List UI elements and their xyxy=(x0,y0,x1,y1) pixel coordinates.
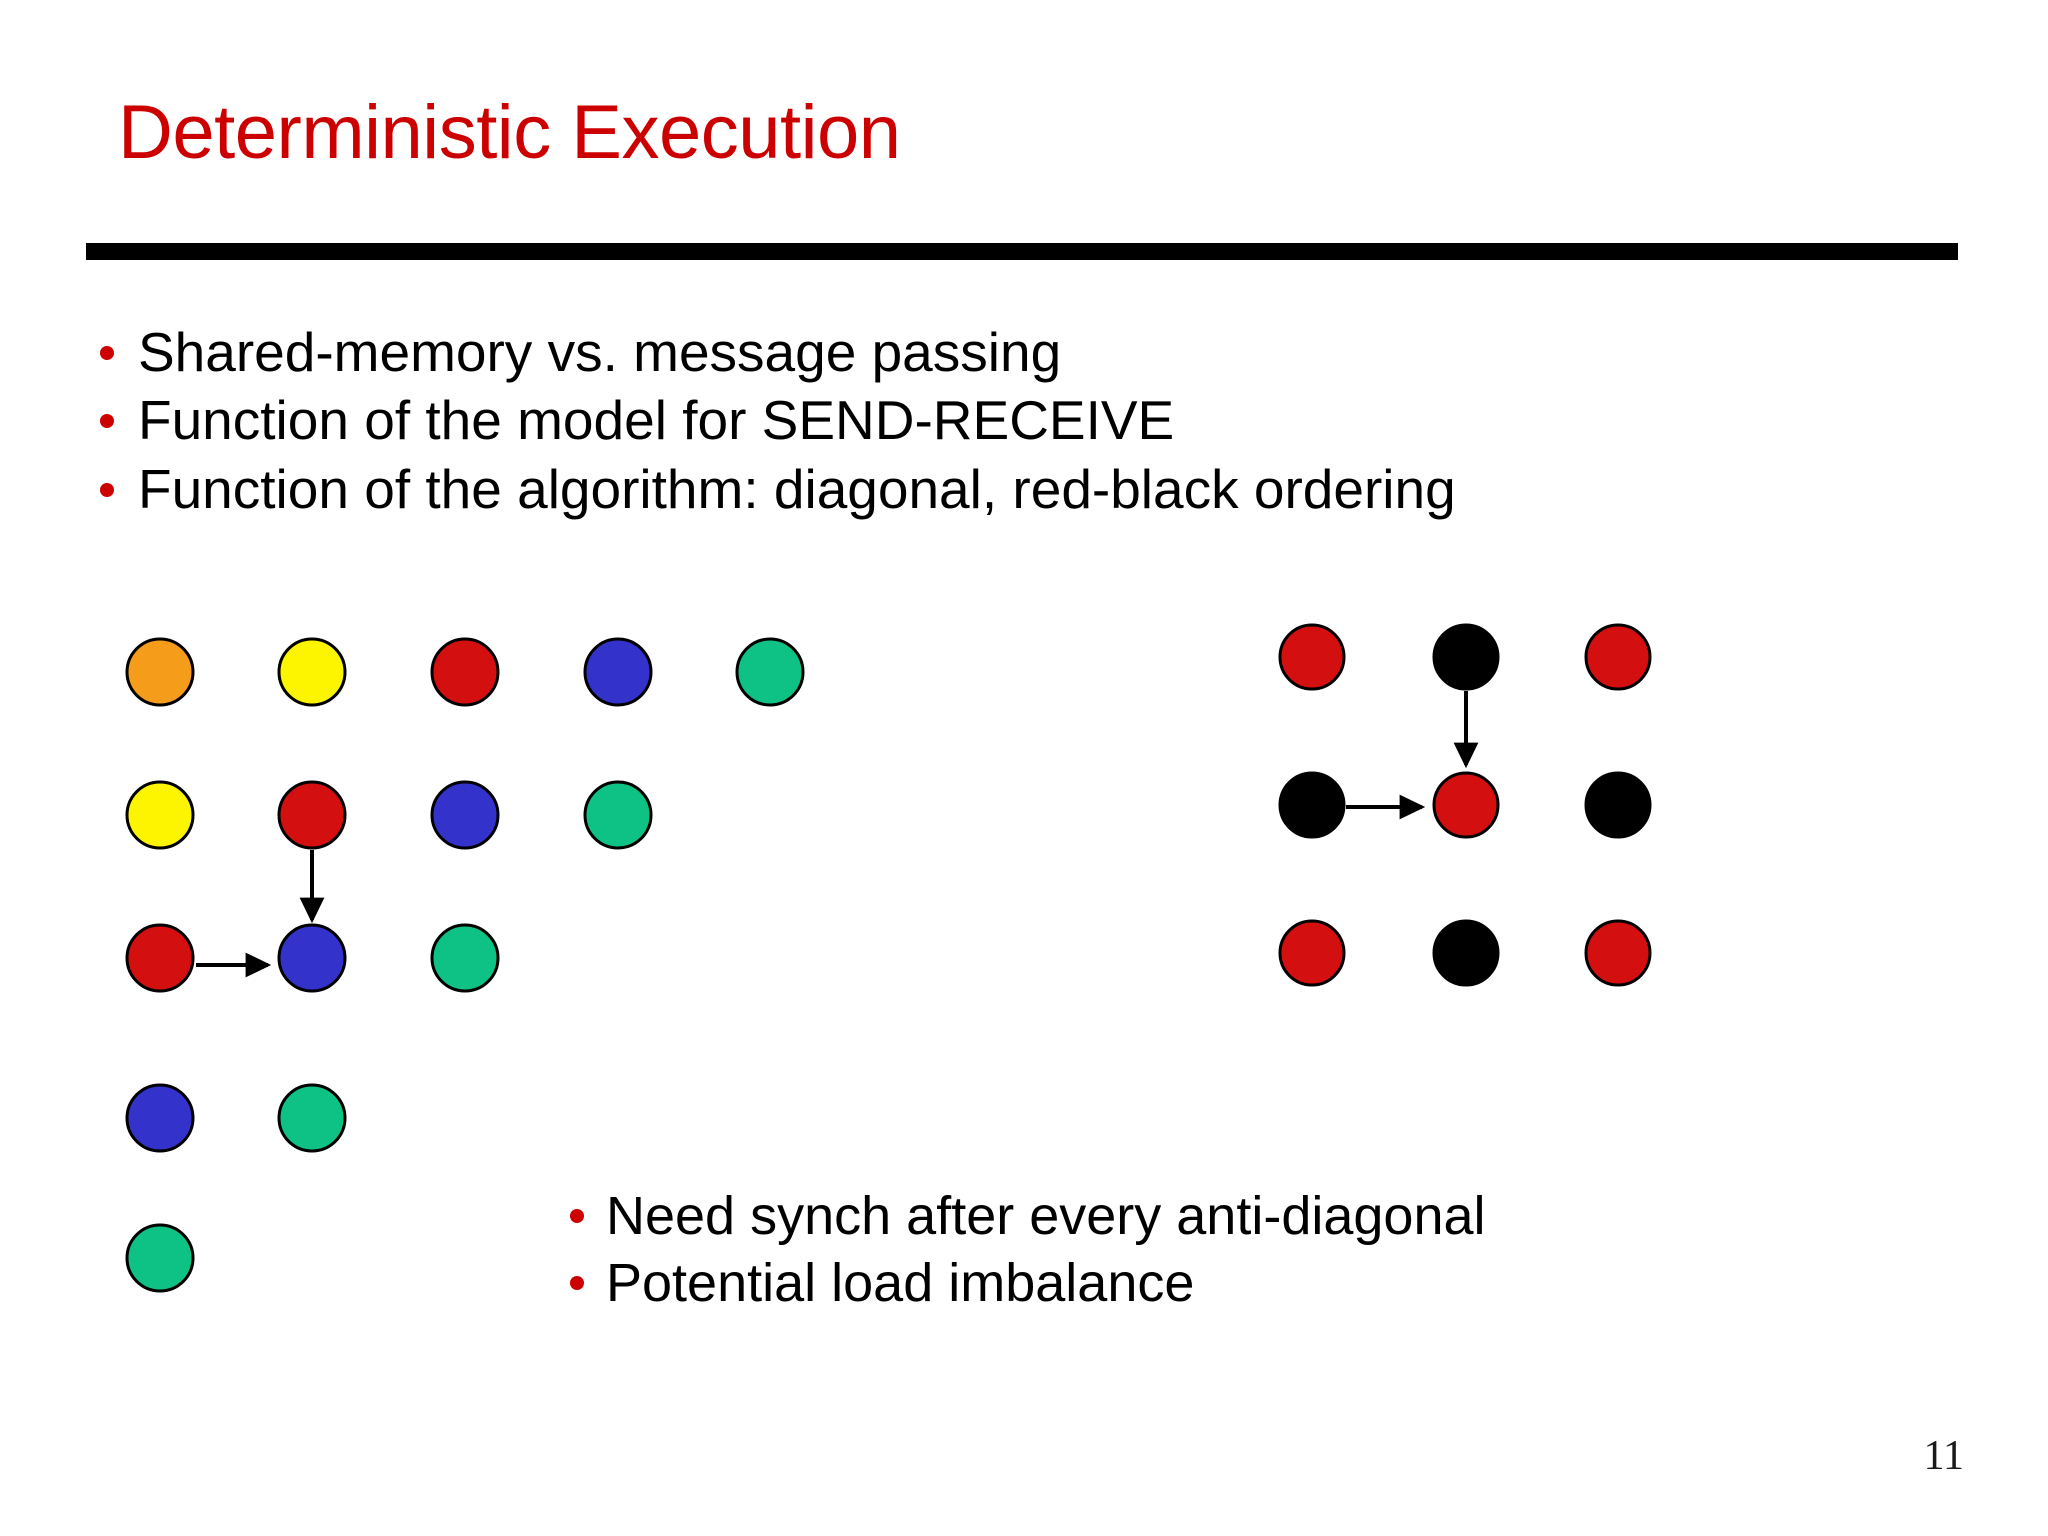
bullet-text: Need synch after every anti-diagonal xyxy=(606,1186,1486,1246)
node-yellow xyxy=(125,780,195,850)
node-black xyxy=(1432,623,1500,691)
list-item: Need synch after every anti-diagonal xyxy=(570,1185,1870,1248)
node-green xyxy=(430,923,500,993)
bullet-dot-icon xyxy=(100,414,114,429)
node-red xyxy=(1278,623,1346,691)
node-red-center xyxy=(1432,771,1500,839)
node-black xyxy=(1432,919,1500,987)
node-red xyxy=(277,780,347,850)
node-green xyxy=(583,780,653,850)
list-item: Function of the algorithm: diagonal, red… xyxy=(100,457,1980,521)
bullet-list-lower: Need synch after every anti-diagonal Pot… xyxy=(570,1185,1870,1319)
bullet-text: Shared-memory vs. message passing xyxy=(138,321,1062,383)
bullet-dot-icon xyxy=(570,1209,584,1223)
bullet-text: Function of the model for SEND-RECEIVE xyxy=(138,389,1175,452)
bullet-dot-icon xyxy=(100,346,114,360)
bullet-text: Function of the algorithm: diagonal, red… xyxy=(138,457,1456,520)
bullet-dot-icon xyxy=(570,1276,584,1291)
page-title: Deterministic Execution xyxy=(118,90,901,175)
node-black xyxy=(1278,771,1346,839)
bullet-list-top: Shared-memory vs. message passing Functi… xyxy=(100,320,1980,525)
diagram-diagonal-wavefront xyxy=(120,610,840,1440)
node-red xyxy=(430,637,500,707)
node-blue xyxy=(125,1083,195,1153)
list-item: Potential load imbalance xyxy=(570,1252,1870,1315)
list-item: Shared-memory vs. message passing xyxy=(100,320,1980,384)
node-black xyxy=(1584,771,1652,839)
node-blue xyxy=(430,780,500,850)
node-red xyxy=(1278,919,1346,987)
node-red xyxy=(1584,919,1652,987)
node-green xyxy=(735,637,805,707)
list-item: Function of the model for SEND-RECEIVE xyxy=(100,388,1980,452)
title-underline-rule xyxy=(86,243,1958,260)
node-yellow xyxy=(277,637,347,707)
node-red xyxy=(125,923,195,993)
page-number: 11 xyxy=(1923,1433,1964,1479)
node-orange xyxy=(125,637,195,707)
node-blue xyxy=(583,637,653,707)
bullet-text: Potential load imbalance xyxy=(606,1253,1195,1314)
node-red xyxy=(1584,623,1652,691)
node-green xyxy=(277,1083,347,1153)
bullet-dot-icon xyxy=(100,482,114,497)
node-green xyxy=(125,1223,195,1293)
diagram-red-black-ordering xyxy=(1270,615,1690,1015)
node-blue xyxy=(277,923,347,993)
